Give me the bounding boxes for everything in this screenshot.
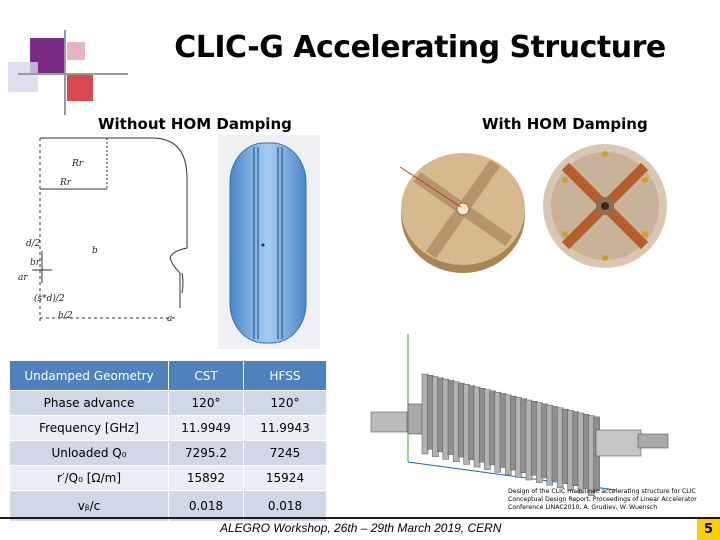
left-heading: Without HOM Damping: [98, 115, 292, 133]
page-number: 5: [697, 519, 720, 540]
label-rr-top: Rr: [71, 159, 84, 169]
label-h-half: h/2: [58, 311, 73, 321]
table-cell: 11.9949: [168, 415, 244, 441]
label-d-half: d/2: [26, 239, 41, 249]
table-cell: 120°: [168, 390, 244, 416]
table-cell: Frequency [GHz]: [10, 415, 169, 441]
deco-line-horizontal: [18, 73, 128, 75]
table-cell: 0.018: [243, 490, 326, 521]
footer-text: ALEGRO Workshop, 26th – 29th March 2019,…: [220, 521, 502, 535]
table-row: Phase advance 120° 120°: [10, 390, 326, 416]
right-heading: With HOM Damping: [482, 115, 648, 133]
image-caption: Design of the CLIC main linac accelerati…: [508, 488, 697, 511]
table-cell: 15892: [168, 465, 244, 491]
table-cell: Unloaded Q₀: [10, 440, 169, 466]
table-row: r′/Q₀ [Ω/m] 15892 15924: [10, 465, 326, 491]
footer-divider: [0, 517, 720, 519]
table-row: Frequency [GHz] 11.9949 11.9943: [10, 415, 326, 441]
label-b: b: [92, 246, 98, 256]
table-cell: 11.9943: [243, 415, 326, 441]
cavity-cross-section-image: [218, 135, 320, 349]
results-table: Undamped Geometry CST HFSS Phase advance…: [10, 361, 326, 521]
deco-square-red: [67, 75, 93, 101]
table-cell: 15924: [243, 465, 326, 491]
label-a-small: ar: [18, 273, 28, 283]
table-cell: 7245: [243, 440, 326, 466]
deco-square-pink: [67, 42, 85, 60]
cell-geometry-diagram: Rr Rr d/2 b br ar (s*d)/2 h/2 a: [18, 137, 188, 324]
table-header-cell: Undamped Geometry: [10, 361, 169, 391]
table-cell: 120°: [243, 390, 326, 416]
table-row: Unloaded Q₀ 7295.2 7245: [10, 440, 326, 466]
table-cell: r′/Q₀ [Ω/m]: [10, 465, 169, 491]
damped-disk-image-left: [399, 153, 525, 273]
deco-square-light: [8, 62, 38, 92]
accelerating-structure-3d-image: [366, 322, 696, 514]
table-cell: 7295.2: [168, 440, 244, 466]
label-rr-mid: Rr: [59, 178, 72, 188]
table-cell: vᵦ/c: [10, 490, 169, 521]
label-s-d-half: (s*d)/2: [34, 293, 65, 304]
table-header-cell: HFSS: [243, 361, 326, 391]
table-row: vᵦ/c 0.018 0.018: [10, 490, 326, 521]
deco-line-vertical: [64, 30, 66, 115]
damped-disk-image-right: [543, 144, 667, 268]
table-header-cell: CST: [168, 361, 244, 391]
slide-title: CLIC-G Accelerating Structure: [174, 30, 666, 65]
label-a: a: [167, 314, 172, 324]
table-cell: Phase advance: [10, 390, 169, 416]
table-cell: 0.018: [168, 490, 244, 521]
label-b-small: br: [30, 258, 41, 268]
table-header-row: Undamped Geometry CST HFSS: [10, 361, 326, 391]
